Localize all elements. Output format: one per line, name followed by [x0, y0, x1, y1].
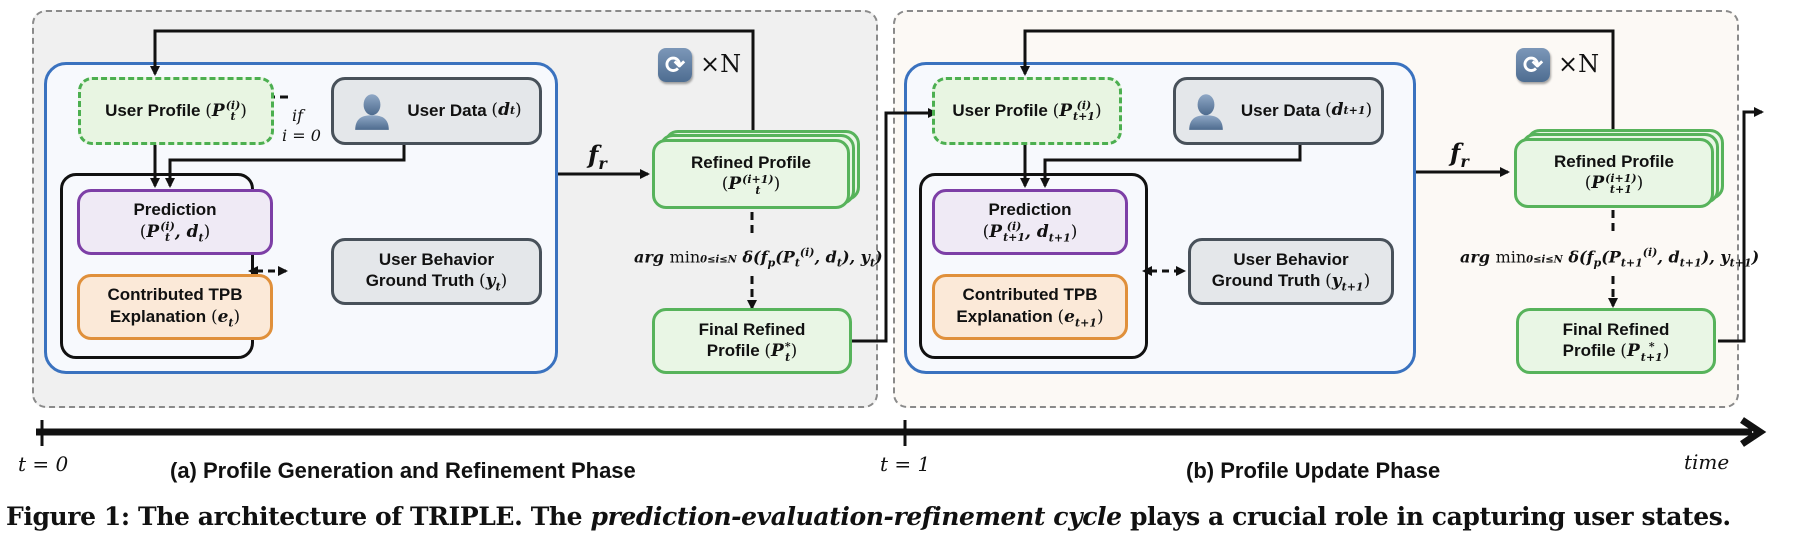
refresh-cycle-icon: ⟳: [1516, 48, 1550, 82]
phase-b-prediction-box: Prediction (P(i)t+1, dt+1): [932, 189, 1128, 255]
explanation-line2: Explanation: [956, 306, 1053, 326]
phase-a-condition-if: if: [292, 106, 304, 125]
phase-a-final-profile-box: Final Refined Profile (P*t): [652, 308, 852, 374]
phase-b-final-profile-box: Final Refined Profile (P*t+1): [1516, 308, 1716, 374]
phase-b-refined-profile-box: Refined Profile (P(i+1)t+1): [1514, 138, 1714, 208]
explanation-line2: Explanation: [109, 306, 207, 326]
phase-b-objective: arg min0≤i≤N δ(fp(Pt+1(i), dt+1), yt+1): [1460, 246, 1760, 270]
user-data-label: User Data: [1240, 101, 1321, 121]
timeline-arrowhead: [1740, 417, 1767, 447]
behavior-line2: Ground Truth: [1211, 271, 1321, 291]
phase-a-label: (a) Profile Generation and Refinement Ph…: [170, 458, 636, 483]
final-line1: Final Refined: [1562, 320, 1670, 340]
phase-a-refined-profile-box: Refined Profile (P(i+1)t): [652, 139, 850, 209]
phase-b-label: (b) Profile Update Phase: [1186, 458, 1441, 483]
figure-caption: Figure 1: The architecture of TRIPLE. Th…: [6, 502, 1731, 531]
behavior-line1: User Behavior: [1233, 249, 1349, 269]
final-line2: Profile: [706, 341, 760, 361]
final-line1: Final Refined: [698, 320, 806, 340]
prediction-title: Prediction: [988, 200, 1072, 220]
phase-b-explanation-box: Contributed TPB Explanation (et+1): [932, 274, 1128, 340]
refresh-cycle-icon: ⟳: [658, 48, 692, 82]
phase-b-data-to-prediction: [1040, 145, 1302, 188]
user-data-label: User Data: [407, 101, 487, 121]
behavior-line1: User Behavior: [378, 249, 495, 269]
phase-a-objective: arg min0≤i≤N δ(fp(Pt(i), dt), yt): [634, 246, 883, 270]
phase-b-user-profile-box: User Profile (P(i)t+1): [932, 77, 1122, 145]
final-line2: Profile: [1562, 341, 1616, 361]
explanation-line1: Contributed TPB: [107, 285, 243, 305]
phase-a-behavior-box: User Behavior Ground Truth (yt): [331, 238, 542, 305]
user-profile-label: User Profile: [952, 100, 1048, 120]
user-profile-label: User Profile: [105, 100, 201, 120]
phase-b-loop-wire: [1020, 29, 1615, 140]
prediction-title: Prediction: [133, 200, 217, 220]
caption-emphasis: prediction-evaluation-refinement cycle: [590, 502, 1122, 531]
caption-prefix: Figure 1: The architecture of TRIPLE. Th…: [6, 502, 591, 531]
refined-title: Refined Profile: [1554, 152, 1674, 172]
phase-b-output-wire: [1718, 107, 1764, 343]
explanation-line1: Contributed TPB: [962, 285, 1098, 305]
caption-suffix: plays a crucial role in capturing user s…: [1121, 502, 1731, 531]
phase-a-loop-wire: [150, 29, 755, 140]
phase-a-to-phase-b-wire: [852, 108, 938, 343]
person-silhouette-icon: [355, 94, 390, 130]
phase-a-loop-count: ×N: [700, 50, 742, 78]
phase-a-refine-function: fr: [588, 140, 607, 173]
phase-b-behavior-box: User Behavior Ground Truth (yt+1): [1188, 238, 1394, 305]
person-silhouette-icon: [1189, 94, 1223, 130]
phase-b-loop-count: ×N: [1558, 50, 1600, 78]
phase-a-data-to-prediction: [165, 145, 406, 188]
refined-title: Refined Profile: [691, 153, 811, 173]
time-label-t0: t = 0: [18, 452, 69, 476]
phase-a-prediction-box: Prediction (P(i)t, dt): [77, 189, 273, 255]
phase-a-user-profile-box: User Profile (P(i)t): [78, 77, 274, 145]
time-axis-label: time: [1684, 450, 1730, 474]
time-label-t1: t = 1: [880, 452, 931, 476]
behavior-line2: Ground Truth: [365, 271, 475, 291]
phase-a-explanation-box: Contributed TPB Explanation (et): [77, 274, 273, 340]
phase-b-refine-function: fr: [1450, 138, 1469, 171]
phase-a-condition-i0: i = 0: [282, 126, 321, 145]
